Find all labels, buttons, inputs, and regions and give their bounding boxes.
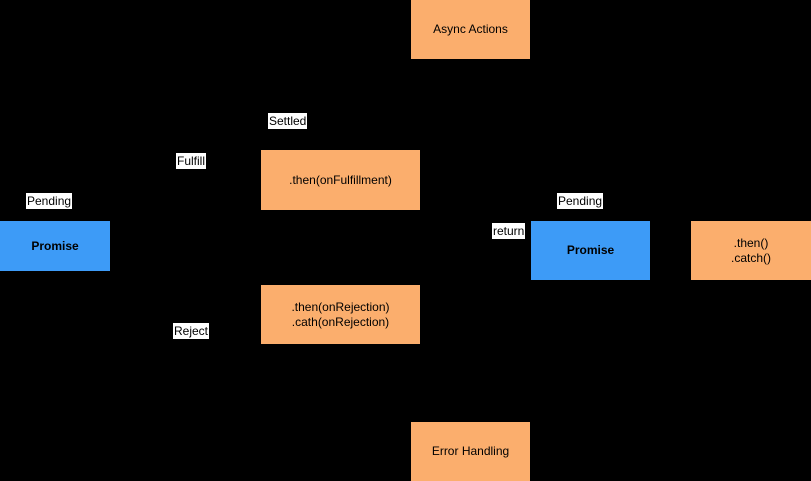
node-then-on-fulfillment-line-1: .then(onFulfillment) bbox=[289, 172, 392, 187]
node-then-catch[interactable]: .then() .catch() bbox=[691, 221, 811, 280]
edge-label-pending-left: Pending bbox=[26, 193, 73, 209]
node-error-handling-line-1: Error Handling bbox=[431, 444, 510, 458]
node-then-on-fulfillment[interactable]: .then(onFulfillment) bbox=[261, 150, 420, 210]
node-promise-right[interactable]: Promise bbox=[531, 221, 650, 280]
node-then-catch-line-1: .then() bbox=[733, 235, 769, 250]
edge-label-return: return bbox=[492, 223, 526, 239]
edge-label-pending-right: Pending bbox=[557, 193, 604, 209]
node-then-cath-on-rejection-line-2: .cath(onRejection) bbox=[291, 314, 390, 329]
node-async-actions-line-1: Async Actions bbox=[433, 22, 508, 36]
node-then-cath-on-rejection-line-1: .then(onRejection) bbox=[291, 299, 390, 314]
node-promise-right-line-1: Promise bbox=[566, 243, 615, 257]
node-error-handling[interactable]: Error Handling bbox=[411, 422, 530, 481]
node-promise-left[interactable]: Promise bbox=[0, 221, 110, 271]
node-promise-left-line-1: Promise bbox=[31, 238, 79, 253]
node-then-cath-on-rejection[interactable]: .then(onRejection) .cath(onRejection) bbox=[261, 285, 420, 344]
edge-label-fulfill: Fulfill bbox=[176, 153, 207, 169]
edge-label-settled: Settled bbox=[268, 113, 308, 129]
node-async-actions[interactable]: Async Actions bbox=[411, 0, 530, 59]
edge-label-reject: Reject bbox=[173, 323, 210, 339]
node-then-catch-line-2: .catch() bbox=[730, 250, 771, 265]
